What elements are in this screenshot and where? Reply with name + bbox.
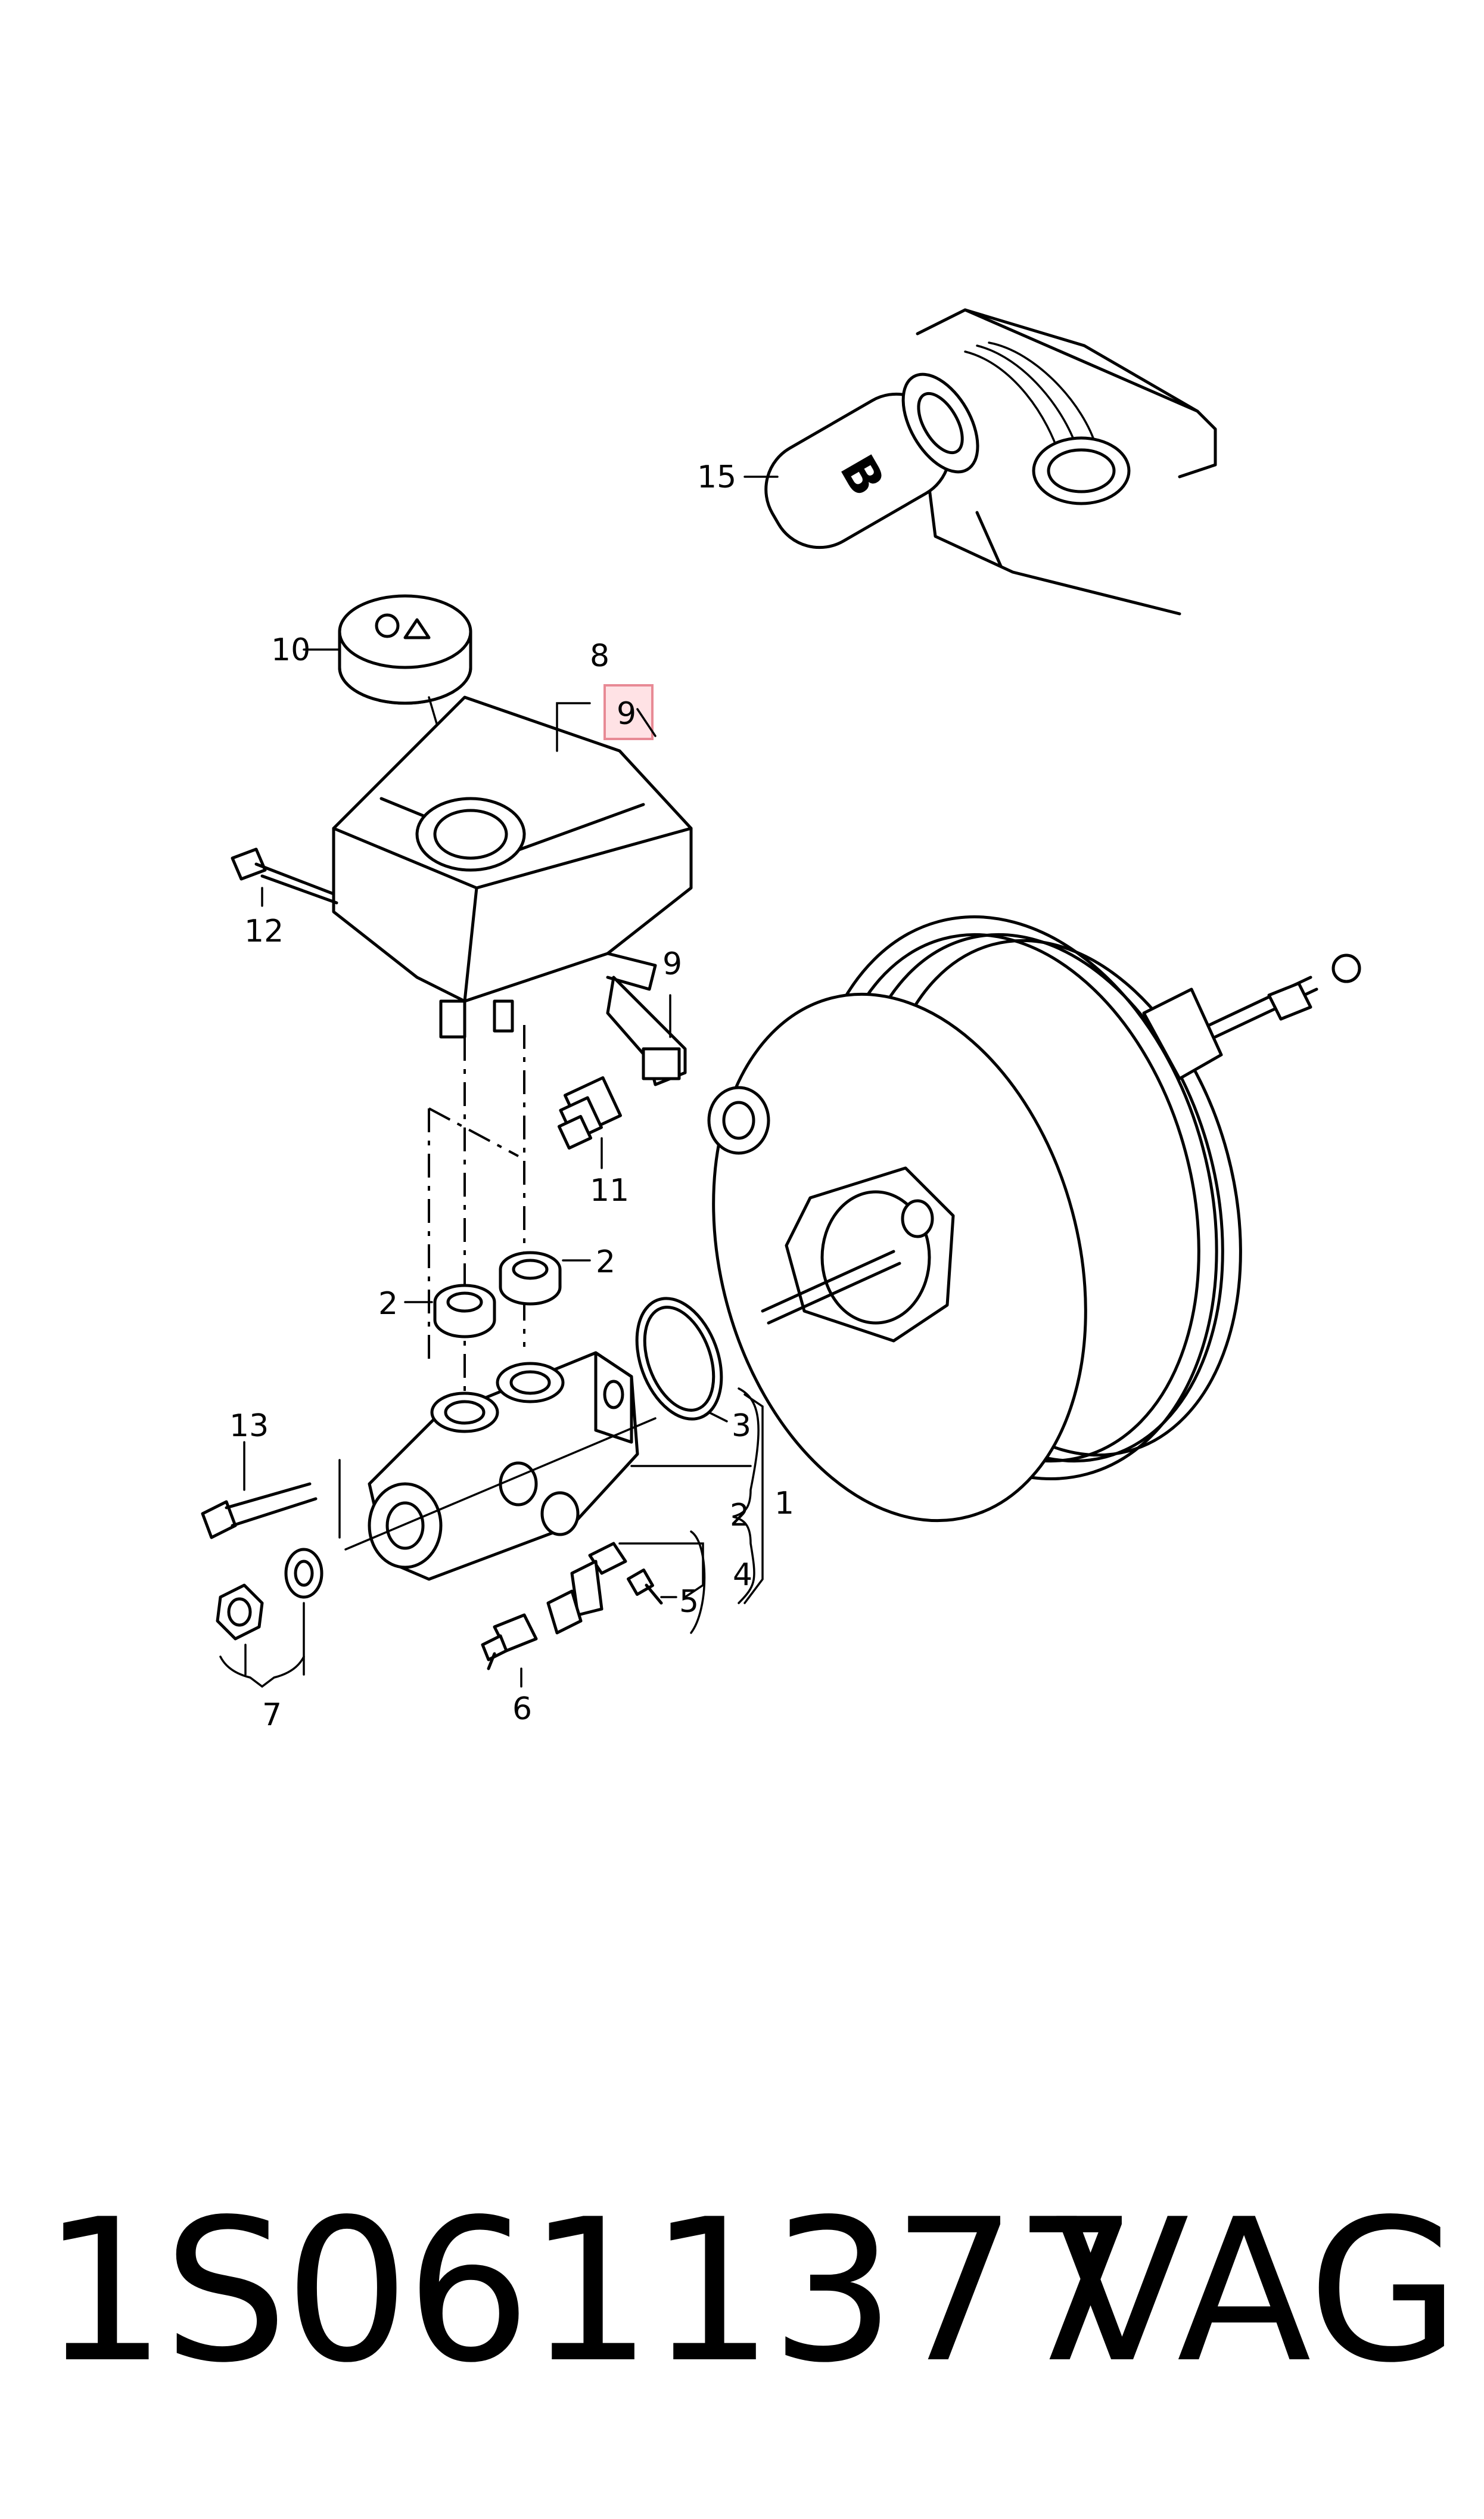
part-number: 1S0611377 [42, 2177, 1138, 2406]
brake-fluid-bottle-inset: B [764, 308, 1217, 616]
callout-10: 10 [271, 632, 310, 668]
screw [627, 1568, 663, 1605]
grommet-upper [499, 1251, 562, 1306]
nut [216, 1583, 264, 1641]
callout-13: 13 [229, 1408, 269, 1444]
callout-15: 15 [697, 459, 736, 495]
assembly-bracket [428, 1107, 519, 1365]
callout-7: 7 [262, 1697, 282, 1733]
bleeder-valve [481, 1613, 538, 1670]
pressure-sensor-fitting [546, 1542, 627, 1635]
callout-8: 8 [590, 638, 609, 674]
brand-name: VAG [1054, 2177, 1460, 2406]
callout-11: 11 [590, 1173, 629, 1209]
callout-9: 9 [662, 946, 682, 982]
stud-bolt [231, 847, 338, 905]
reservoir-cap [338, 594, 472, 705]
callout-2-upper: 2 [596, 1244, 615, 1280]
brake-light-sensor [557, 1076, 623, 1150]
parts-diagram: B 15 10 8 9 12 [201, 308, 1361, 1733]
brake-fluid-reservoir [332, 695, 693, 1039]
callout-9-highlighted: 9 [617, 696, 636, 732]
highlight-box [603, 684, 654, 740]
grommet-lower [433, 1284, 496, 1338]
brake-master-cylinder [368, 1351, 639, 1581]
callout-4: 4 [733, 1557, 752, 1593]
callout-2-lower: 2 [378, 1286, 398, 1322]
o-ring [635, 1297, 723, 1421]
brake-servo [707, 915, 1361, 1523]
bolt [201, 1482, 318, 1539]
callout-12: 12 [244, 914, 284, 949]
callout-1: 1 [774, 1486, 794, 1521]
callout-5: 5 [679, 1584, 699, 1620]
sensor-bracket [606, 976, 687, 1086]
callout-2-cylinder: 2 [730, 1498, 749, 1533]
washer [284, 1548, 323, 1599]
callout-3: 3 [732, 1408, 751, 1444]
callout-6: 6 [512, 1691, 532, 1727]
